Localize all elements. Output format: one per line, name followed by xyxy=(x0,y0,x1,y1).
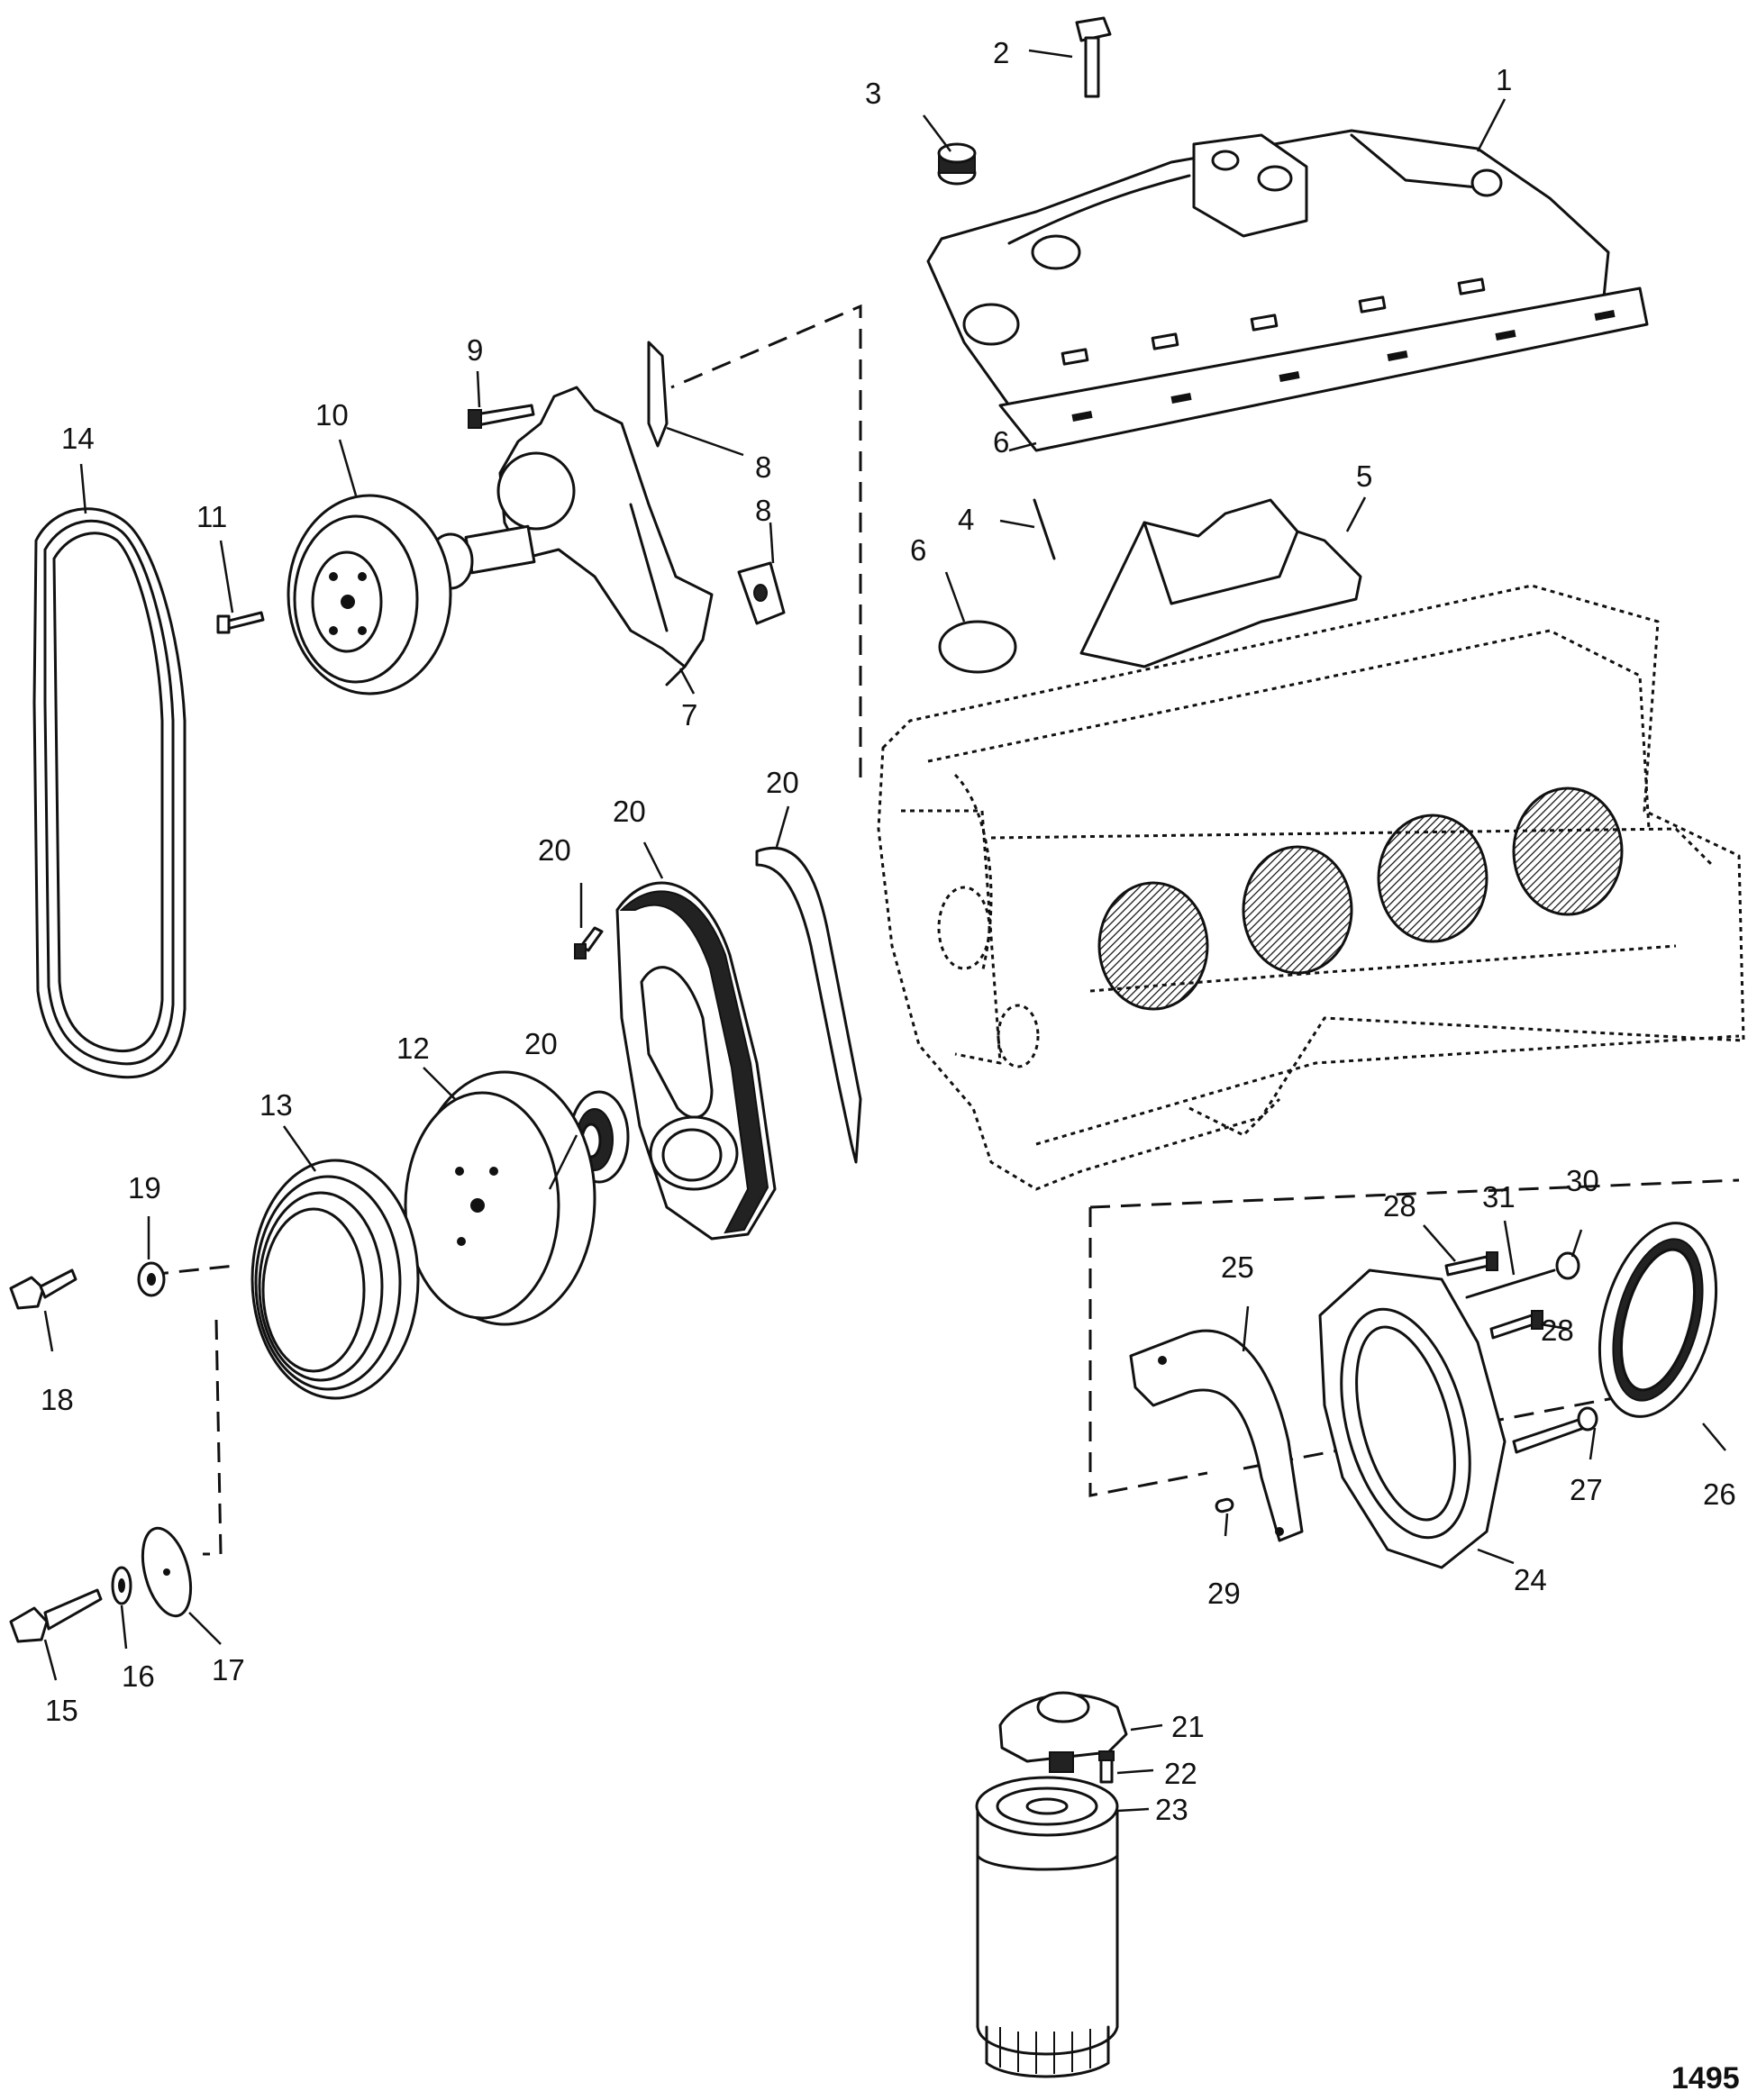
drive-belt xyxy=(32,507,187,1079)
manifold-gasket-long xyxy=(998,286,1649,452)
callout-21: 21 xyxy=(1171,1710,1205,1743)
cylinder-bores xyxy=(1097,786,1624,1011)
water-pump-gasket-upper xyxy=(647,341,669,448)
callout-30: 30 xyxy=(1566,1164,1599,1197)
callout-23: 23 xyxy=(1155,1793,1188,1826)
rear-seal-gasket xyxy=(1129,1329,1304,1542)
callout-9: 9 xyxy=(467,333,483,367)
callout-20-screw: 20 xyxy=(538,833,571,867)
harmonic-balancer xyxy=(404,1070,596,1326)
callout-31: 31 xyxy=(1482,1180,1516,1214)
housing-bolt-long xyxy=(1512,1406,1598,1454)
callout-14: 14 xyxy=(61,422,95,455)
oil-filter-adapter xyxy=(998,1691,1128,1773)
callout-17: 17 xyxy=(212,1653,245,1686)
water-pump-gasket-lower xyxy=(737,561,786,625)
callout-25: 25 xyxy=(1221,1250,1254,1284)
callout-labels: 1 2 3 4 5 6 6 7 8 8 9 10 11 12 13 14 15 … xyxy=(41,36,1736,1826)
callout-19: 19 xyxy=(128,1171,161,1205)
callout-16: 16 xyxy=(122,1659,155,1693)
pulley-bolt-small xyxy=(216,611,265,634)
manifold-bolt xyxy=(1075,16,1112,98)
callout-27: 27 xyxy=(1570,1473,1603,1506)
water-pump xyxy=(427,386,714,686)
rear-main-seal xyxy=(1598,1222,1718,1418)
callout-28-lower: 28 xyxy=(1541,1314,1574,1347)
figure-number: 1495 xyxy=(1671,2061,1740,2095)
valley-cover xyxy=(1079,498,1362,668)
housing-screw-upper xyxy=(1444,1251,1498,1277)
callout-11: 11 xyxy=(196,500,227,533)
timing-cover xyxy=(615,881,777,1241)
housing-screw-middle xyxy=(1489,1310,1543,1340)
callout-7: 7 xyxy=(681,698,697,732)
adapter-screw xyxy=(1098,1750,1115,1784)
housing-nut xyxy=(1555,1251,1580,1280)
callout-6-upper: 6 xyxy=(993,425,1009,459)
callout-6-lower: 6 xyxy=(910,533,926,567)
pulley-bolt xyxy=(9,1268,77,1310)
callout-13: 13 xyxy=(259,1088,293,1122)
leader-lines xyxy=(43,49,1726,1813)
balancer-bolt xyxy=(9,1588,103,1643)
callout-10: 10 xyxy=(315,398,349,432)
callout-18: 18 xyxy=(41,1383,74,1416)
callout-20-cover: 20 xyxy=(613,795,646,828)
water-pump-pulley xyxy=(287,494,452,695)
balancer-washer xyxy=(111,1566,132,1605)
callout-3: 3 xyxy=(865,77,881,110)
callout-2: 2 xyxy=(993,36,1009,69)
timing-cover-gasket xyxy=(755,846,862,1164)
retainer-plate xyxy=(141,1526,193,1618)
dowel-pin xyxy=(1215,1497,1234,1514)
intake-manifold xyxy=(926,129,1610,407)
engine-block xyxy=(877,584,1745,1191)
callout-22: 22 xyxy=(1164,1757,1197,1790)
o-ring-seal xyxy=(938,620,1017,674)
water-pump-bolt xyxy=(468,404,535,429)
callout-29: 29 xyxy=(1207,1577,1241,1610)
callout-8-lower: 8 xyxy=(755,494,771,527)
callout-28-upper: 28 xyxy=(1383,1189,1416,1223)
callout-24: 24 xyxy=(1514,1563,1547,1596)
locating-pin xyxy=(1033,498,1056,560)
manifold-ports xyxy=(1061,277,1486,366)
pipe-plug xyxy=(937,142,977,186)
crankshaft-pulley xyxy=(250,1159,420,1400)
callout-20-seal: 20 xyxy=(524,1027,558,1060)
callout-8-upper: 8 xyxy=(755,450,771,484)
callout-4: 4 xyxy=(958,503,974,536)
housing-stud xyxy=(1465,1268,1556,1299)
callout-1: 1 xyxy=(1496,63,1512,96)
callout-20-gasket: 20 xyxy=(766,766,799,799)
oil-filter xyxy=(975,1776,1119,2078)
callout-5: 5 xyxy=(1356,459,1372,493)
callout-26: 26 xyxy=(1703,1477,1736,1511)
timing-cover-screw xyxy=(574,926,604,959)
callout-15: 15 xyxy=(45,1694,78,1727)
rear-seal-housing xyxy=(1318,1268,1507,1569)
pulley-washer xyxy=(137,1261,166,1297)
callout-12: 12 xyxy=(396,1032,430,1065)
